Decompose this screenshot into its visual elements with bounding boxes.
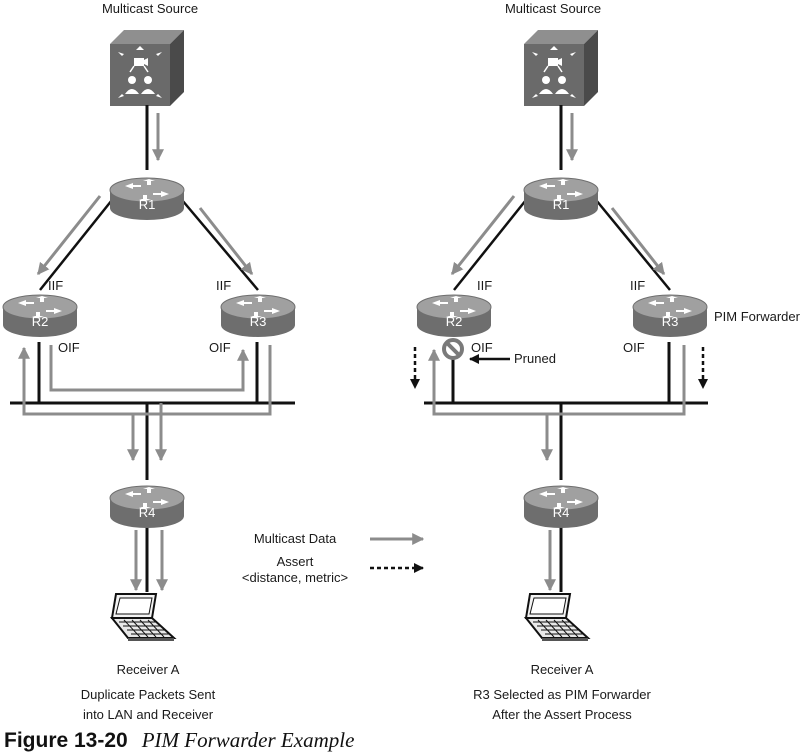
left-link-r1-r2	[39, 199, 113, 291]
right-r2-oif-label: OIF	[471, 340, 493, 355]
right-receiver-laptop-icon	[525, 593, 589, 642]
right-receiver-label: Receiver A	[531, 662, 594, 677]
left-receiver-label: Receiver A	[117, 662, 180, 677]
legend-data-label: Multicast Data	[254, 531, 337, 546]
left-description-line1: Duplicate Packets Sent	[81, 687, 216, 702]
left-panel: Multicast Source R1 R2 R3 R	[2, 1, 296, 722]
right-multicast-source-icon	[523, 29, 599, 107]
right-link-r1-r2	[453, 199, 527, 291]
right-r2-iif-label: IIF	[477, 278, 492, 293]
left-r2-label: R2	[32, 314, 49, 329]
figure-number: Figure 13-20	[4, 729, 128, 752]
legend-assert-label: Assert	[277, 554, 314, 569]
right-r3-label: R3	[662, 314, 679, 329]
left-r2-oif-label: OIF	[58, 340, 80, 355]
right-description-line1: R3 Selected as PIM Forwarder	[473, 687, 651, 702]
right-r3-iif-label: IIF	[630, 278, 645, 293]
right-r2-label: R2	[446, 314, 463, 329]
left-description-line2: into LAN and Receiver	[83, 707, 214, 722]
left-multicast-source-icon	[109, 29, 185, 107]
legend: Multicast Data Assert <distance, metric>	[242, 531, 425, 585]
left-source-label: Multicast Source	[102, 1, 198, 16]
right-r1-label: R1	[553, 197, 570, 212]
pruned-label: Pruned	[514, 351, 556, 366]
right-panel: Multicast Source R1 R2 R3 R4	[410, 1, 801, 722]
left-r3-iif-label: IIF	[216, 278, 231, 293]
left-link-r1-r3	[181, 199, 259, 291]
left-r3-label: R3	[250, 314, 267, 329]
figure-title: PIM Forwarder Example	[141, 728, 355, 752]
left-receiver-laptop-icon	[111, 593, 175, 642]
left-r2-iif-label: IIF	[48, 278, 63, 293]
right-source-label: Multicast Source	[505, 1, 601, 16]
right-r3-oif-label: OIF	[623, 340, 645, 355]
right-description-line2: After the Assert Process	[492, 707, 632, 722]
figure-caption: Figure 13-20 PIM Forwarder Example	[4, 727, 354, 754]
pim-forwarder-label: PIM Forwarder	[714, 309, 801, 324]
left-r4-label: R4	[139, 505, 156, 520]
right-multicast-data-arrows	[428, 113, 686, 592]
left-r1-label: R1	[139, 197, 156, 212]
pruned-prohibit-icon	[442, 338, 464, 360]
left-r3-oif-label: OIF	[209, 340, 231, 355]
right-r4-label: R4	[553, 505, 570, 520]
right-link-r1-r3	[595, 199, 671, 291]
left-multicast-data-arrows	[18, 113, 272, 592]
legend-assert-sublabel: <distance, metric>	[242, 570, 348, 585]
